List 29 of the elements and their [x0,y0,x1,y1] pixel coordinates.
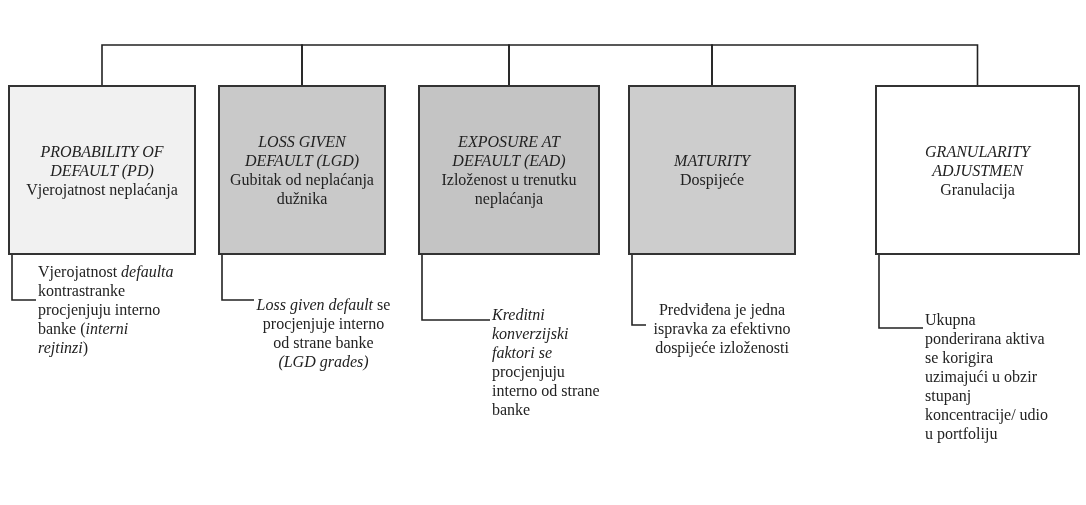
connector-line [301,44,510,86]
connector-line [711,44,979,86]
box-text: Vjerojatnost neplaćanja [26,180,178,199]
connector-line [101,44,303,86]
box-heading: PROBABILITY OF DEFAULT (PD) [39,141,165,180]
category-box [875,85,1080,255]
category-box [218,85,386,255]
box-text: Gubitak od neplaćanja dužnika [229,170,375,208]
box-heading: EXPOSURE AT DEFAULT (EAD) [451,132,567,170]
category-box [418,85,600,255]
leader-line [11,254,37,301]
leader-line [878,254,924,329]
box-text: Granulacija [940,179,1015,199]
box-heading: GRANULARITY ADJUSTMEN [924,141,1032,180]
leader-line [421,254,491,321]
description-text: Loss given default se procjenjuje interno od strane banke (LGD grades) [256,295,391,371]
description-text: Vjerojatnost defaulta kontrastranke procjenjuju interno banke (interni rejtinzi) [38,262,178,357]
box-text: Izloženost u trenutku neplaćanja [440,170,578,208]
box-heading: LOSS GIVEN DEFAULT (LGD) [243,132,361,170]
category-box [628,85,796,255]
category-box [8,85,196,255]
description-text: Kreditni konverzijski faktori se procjenjuju interno od strane banke [492,305,602,419]
box-heading: MATURITY [674,151,750,170]
leader-line [221,254,255,301]
connector-line [508,44,713,86]
description-text: Ukupna ponderirana aktiva se korigira uzimajući u obzir stupanj koncentracije/ udio u portfoliju [925,310,1055,443]
box-text: Dospijeće [680,170,744,189]
leader-line [631,254,647,326]
description-text: Predviđena je jedna ispravka za efektivno dospijeće izloženosti [648,300,796,357]
